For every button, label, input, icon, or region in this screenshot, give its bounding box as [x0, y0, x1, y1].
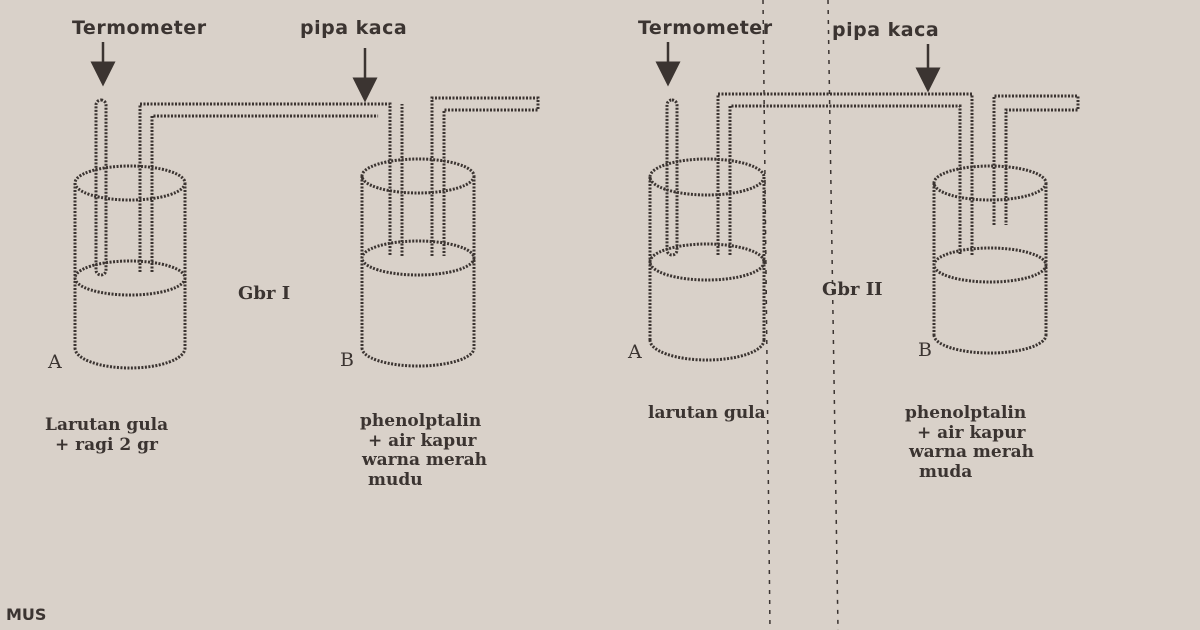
figure-2-vessel-a-description: larutan gula	[648, 403, 766, 424]
figure-1-vessel-b	[360, 157, 476, 368]
figure-1-outlet-tube	[430, 96, 540, 256]
text-line: warna merah	[362, 450, 488, 471]
text-line: phenolptalin	[905, 403, 1027, 423]
figure-2-thermometer-label: Termometer	[638, 17, 773, 39]
figure-2-vessel-b-letter: B	[918, 339, 932, 361]
text-line: + air kapur	[368, 430, 477, 451]
figure-1-glass-tube	[138, 102, 404, 272]
text-line: larutan gula	[648, 403, 766, 423]
figure-2-glass-tube	[716, 92, 974, 255]
text-line: mudu	[368, 469, 423, 490]
footer-text: MUS	[6, 605, 47, 624]
figure-1-vessel-a-description: Larutan gula + ragi 2 gr	[45, 415, 169, 455]
text-line: + air kapur	[917, 422, 1026, 443]
figure-2-caption: Gbr II	[822, 279, 883, 300]
figure-1-tube-label: pipa kaca	[300, 17, 408, 39]
text-line: + ragi 2 gr	[55, 434, 158, 455]
figure-1-vessel-a	[73, 164, 187, 370]
text-line: muda	[919, 461, 973, 482]
fold-line	[827, 0, 839, 630]
figure-1-vessel-b-description: phenolptalin + air kapur warna merah mud…	[360, 411, 488, 490]
figure-2-outlet-tube	[992, 94, 1080, 225]
text-line: Larutan gula	[45, 415, 169, 435]
figure-1-vessel-b-letter: B	[340, 349, 354, 371]
figure-1-vessel-a-letter: A	[48, 351, 62, 373]
figure-2-thermometer	[665, 98, 679, 257]
figure-2-vessel-b-description: phenolptalin + air kapur warna merah mud…	[905, 403, 1035, 482]
figure-1-thermometer-label: Termometer	[72, 17, 207, 39]
figure-2-tube-label: pipa kaca	[832, 19, 940, 41]
figure-1-thermometer	[94, 98, 108, 277]
figure-2-vessel-a	[648, 157, 766, 362]
figure-1-caption: Gbr I	[238, 283, 291, 304]
figure-2-vessel-a-letter: A	[628, 341, 642, 363]
text-line: phenolptalin	[360, 411, 482, 431]
text-line: warna merah	[909, 442, 1035, 463]
figure-2-vessel-b	[932, 164, 1048, 355]
